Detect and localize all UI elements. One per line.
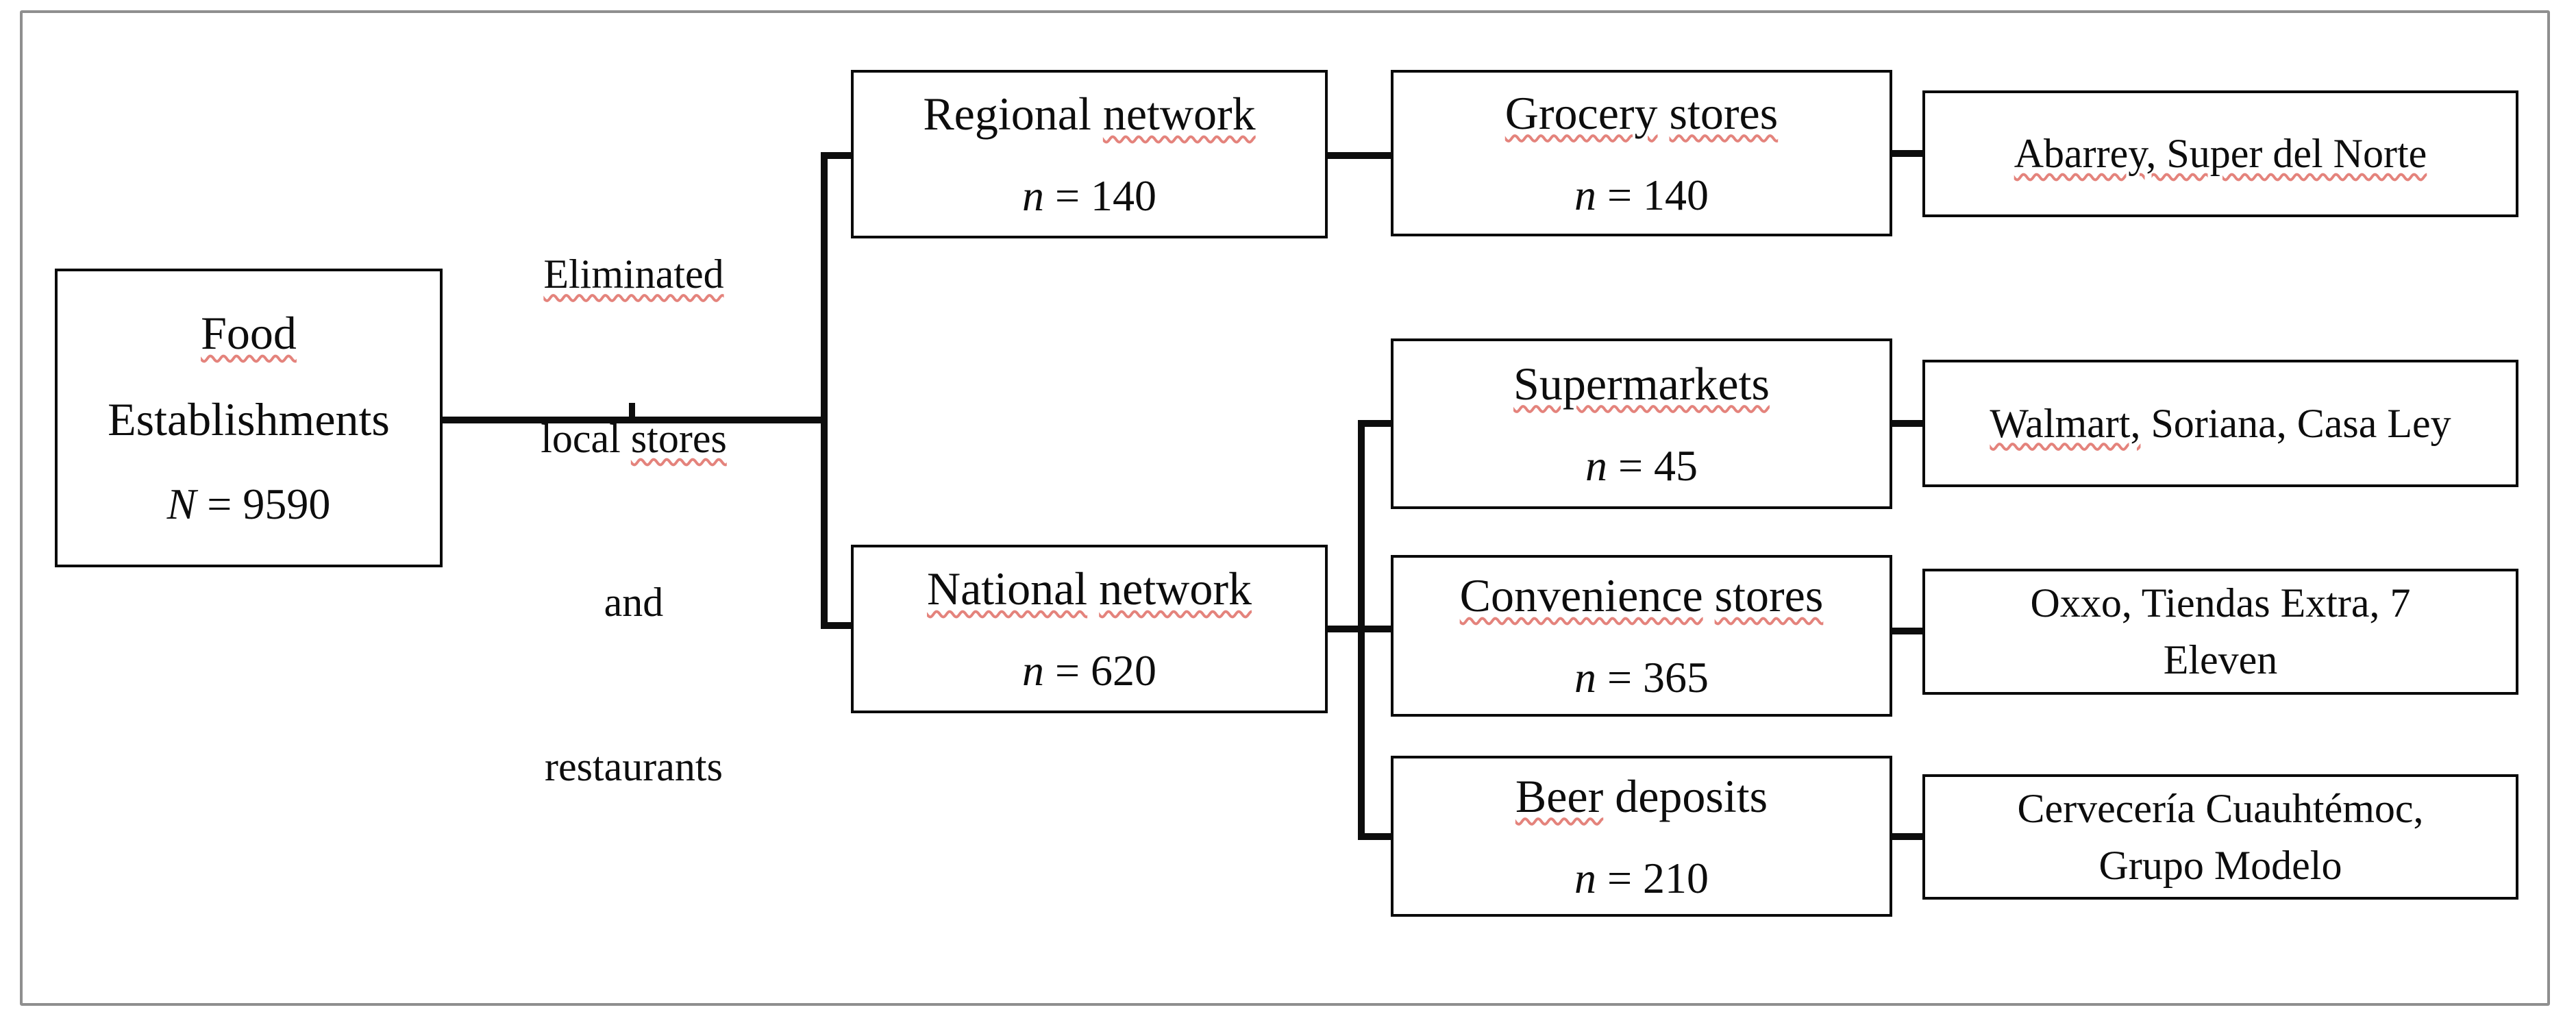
connector-supermarkets-walmart — [1892, 420, 1925, 427]
abarrey-text: Abarrey, Super del Norte — [2014, 131, 2427, 176]
node-regional-network: Regional network n = 140 — [851, 70, 1328, 238]
node-brands-cerveceria: Cervecería Cuauhtémoc, Grupo Modelo — [1922, 774, 2518, 900]
cerveceria-line-2: Grupo Modelo — [2098, 842, 2342, 888]
connector-midpoint-tick — [629, 403, 635, 421]
grocery-count: n = 140 — [1574, 170, 1709, 219]
connector-grocery-abarrey — [1892, 150, 1925, 157]
note-line-1: Eliminated — [543, 251, 724, 297]
oxxo-line-1: Oxxo, Tiendas Extra, 7 — [2030, 580, 2411, 626]
connector-beer-cerveceria — [1892, 833, 1925, 840]
node-brands-walmart: Walmart, Soriana, Casa Ley — [1922, 360, 2518, 487]
node-brands-oxxo: Oxxo, Tiendas Extra, 7 Eleven — [1922, 569, 2518, 695]
regional-title: Regional network — [923, 88, 1256, 140]
stub-to-supermarkets — [1358, 420, 1394, 427]
branch-network-vertical — [821, 152, 828, 629]
note-line-4: restaurants — [545, 743, 723, 789]
oxxo-line-2: Eleven — [2163, 637, 2278, 682]
walmart-text: Walmart, Soriana, Casa Ley — [1990, 400, 2451, 446]
supermarkets-count: n = 45 — [1585, 441, 1698, 490]
node-grocery-stores: Grocery stores n = 140 — [1391, 70, 1892, 236]
node-convenience-stores: Convenience stores n = 365 — [1391, 555, 1892, 717]
connector-convenience-oxxo — [1892, 628, 1925, 634]
node-food-establishments: Food Establishments N = 9590 — [55, 269, 443, 567]
regional-count: n = 140 — [1021, 171, 1157, 221]
food-count: N = 9590 — [166, 480, 331, 529]
connector-regional-grocery — [1328, 152, 1394, 159]
supermarkets-title: Supermarkets — [1513, 357, 1770, 410]
stub-to-national — [821, 622, 855, 629]
note-line-2: local stores — [541, 415, 727, 461]
national-title: National network — [927, 563, 1252, 615]
node-national-network: National network n = 620 — [851, 545, 1328, 713]
grocery-title: Grocery stores — [1504, 86, 1779, 139]
food-line-1: Food — [201, 307, 297, 360]
beer-title: Beer deposits — [1515, 769, 1768, 822]
note-line-3: and — [604, 580, 664, 626]
food-line-2: Establishments — [108, 393, 390, 446]
convenience-title: Convenience stores — [1459, 569, 1824, 622]
connector-food-to-branch — [443, 417, 828, 423]
beer-count: n = 210 — [1574, 853, 1709, 902]
stub-to-regional — [821, 152, 855, 159]
outer-frame — [20, 10, 2550, 1006]
node-beer-deposits: Beer deposits n = 210 — [1391, 756, 1892, 917]
convenience-count: n = 365 — [1574, 653, 1709, 702]
cerveceria-line-1: Cervecería Cuauhtémoc, — [2017, 785, 2424, 831]
branch-national-vertical — [1358, 420, 1365, 840]
node-supermarkets: Supermarkets n = 45 — [1391, 338, 1892, 509]
stub-to-beer — [1358, 833, 1394, 840]
national-count: n = 620 — [1021, 646, 1157, 695]
node-brands-abarrey: Abarrey, Super del Norte — [1922, 90, 2518, 217]
eliminated-note: Eliminated local stores and restaurants — [473, 134, 795, 907]
